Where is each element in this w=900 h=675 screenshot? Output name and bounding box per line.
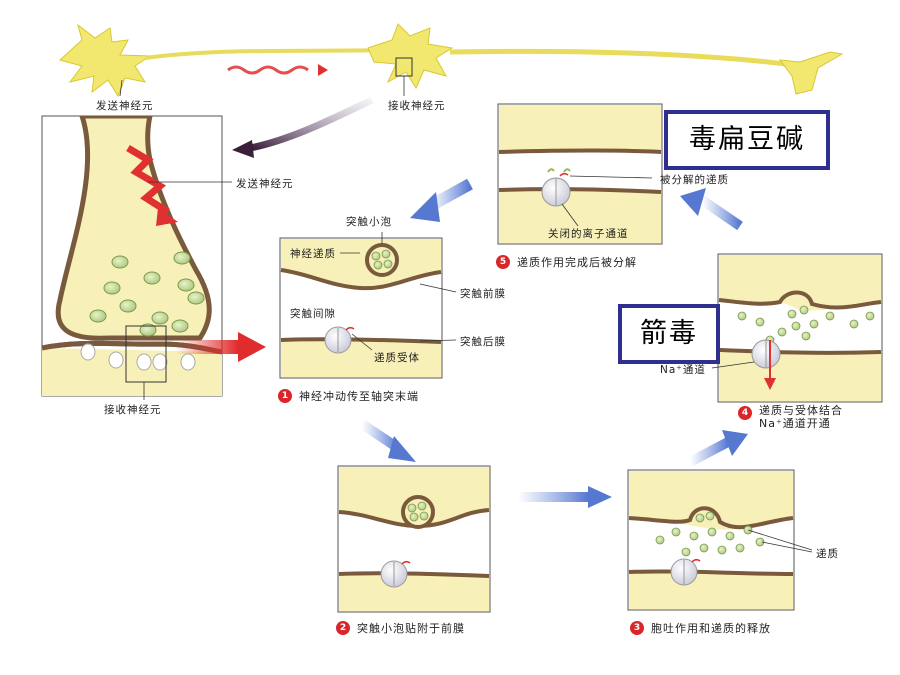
step-text: 胞吐作用和递质的释放: [651, 622, 771, 635]
receptors-big: [80, 343, 196, 371]
label-receiving-neuron-top: 接收神经元: [388, 100, 446, 112]
blue-arrow-1-2: [388, 436, 416, 462]
label-transmitter: 递质: [816, 548, 839, 560]
zoom-arrow: [249, 96, 374, 152]
caption-step4: 4 递质与受体结合 Na⁺通道开通: [738, 404, 843, 430]
top-neuron-chain: [58, 23, 844, 98]
caption-step1: 1 神经冲动传至轴突末端: [278, 388, 419, 404]
blue-arrow-2-3: [588, 486, 612, 508]
step-number: 5: [496, 255, 510, 269]
synaptic-vesicle: [365, 243, 399, 277]
receiving-axon: [449, 48, 801, 69]
toxin-arrow-poison-box: 箭毒: [618, 304, 720, 364]
label-postsynaptic-membrane: 突触后膜: [460, 336, 506, 348]
label-receiving-neuron-big: 接收神经元: [104, 404, 162, 416]
step-number: 3: [630, 621, 644, 635]
label-transmitter-receptor: 递质受体: [374, 352, 420, 364]
blue-arrow-5-1: [410, 192, 440, 222]
toxin-physostigmine-box: 毒扁豆碱: [664, 110, 830, 170]
step-number: 2: [336, 621, 350, 635]
step-number: 1: [278, 389, 292, 403]
receiving-neuron-soma: [367, 23, 454, 90]
panel-step3: [627, 469, 813, 611]
label-na-channel: Na⁺通道: [660, 364, 706, 376]
panel-step4: [711, 253, 883, 403]
panel-step1: [279, 232, 457, 379]
step-text: 神经冲动传至轴突末端: [299, 390, 419, 403]
sending-neuron-soma: [58, 23, 152, 98]
step-text: 突触小泡贴附于前膜: [357, 622, 465, 635]
label-closed-ion-channel: 关闭的离子通道: [548, 228, 629, 240]
caption-step5: 5 递质作用完成后被分解: [496, 254, 637, 270]
label-synaptic-cleft: 突触间隙: [290, 308, 336, 320]
step-text-2: Na⁺通道开通: [759, 417, 831, 430]
step-number: 4: [738, 406, 752, 420]
label-presynaptic-membrane: 突触前膜: [460, 288, 506, 300]
large-terminal-panel: [41, 115, 232, 400]
blue-arrow-4-5: [680, 188, 706, 216]
impulse-wave: [227, 65, 309, 75]
step-text: 递质作用完成后被分解: [517, 256, 637, 269]
label-neurotransmitter: 神经递质: [290, 248, 336, 260]
blue-arrow-3-4: [722, 430, 748, 456]
caption-step3: 3 胞吐作用和递质的释放: [630, 620, 771, 636]
impulse-arrowhead: [318, 64, 328, 76]
panel-step2: [337, 465, 491, 613]
axon: [144, 48, 391, 60]
red-arrow-to-step1: [238, 332, 266, 362]
label-synaptic-vesicle: 突触小泡: [346, 216, 392, 228]
panel-step5: [497, 103, 663, 245]
label-sending-neuron-big: 发送神经元: [236, 178, 294, 190]
caption-step2: 2 突触小泡贴附于前膜: [336, 620, 465, 636]
label-decomposed-transmitter: 被分解的递质: [660, 174, 729, 186]
impulse-zigzag: [126, 144, 170, 215]
axon-terminal: [778, 51, 844, 95]
step-text: 递质与受体结合: [759, 404, 843, 417]
label-sending-neuron-top: 发送神经元: [96, 100, 154, 112]
zoom-box-big: [125, 325, 167, 383]
vesicles-big: [89, 251, 205, 337]
